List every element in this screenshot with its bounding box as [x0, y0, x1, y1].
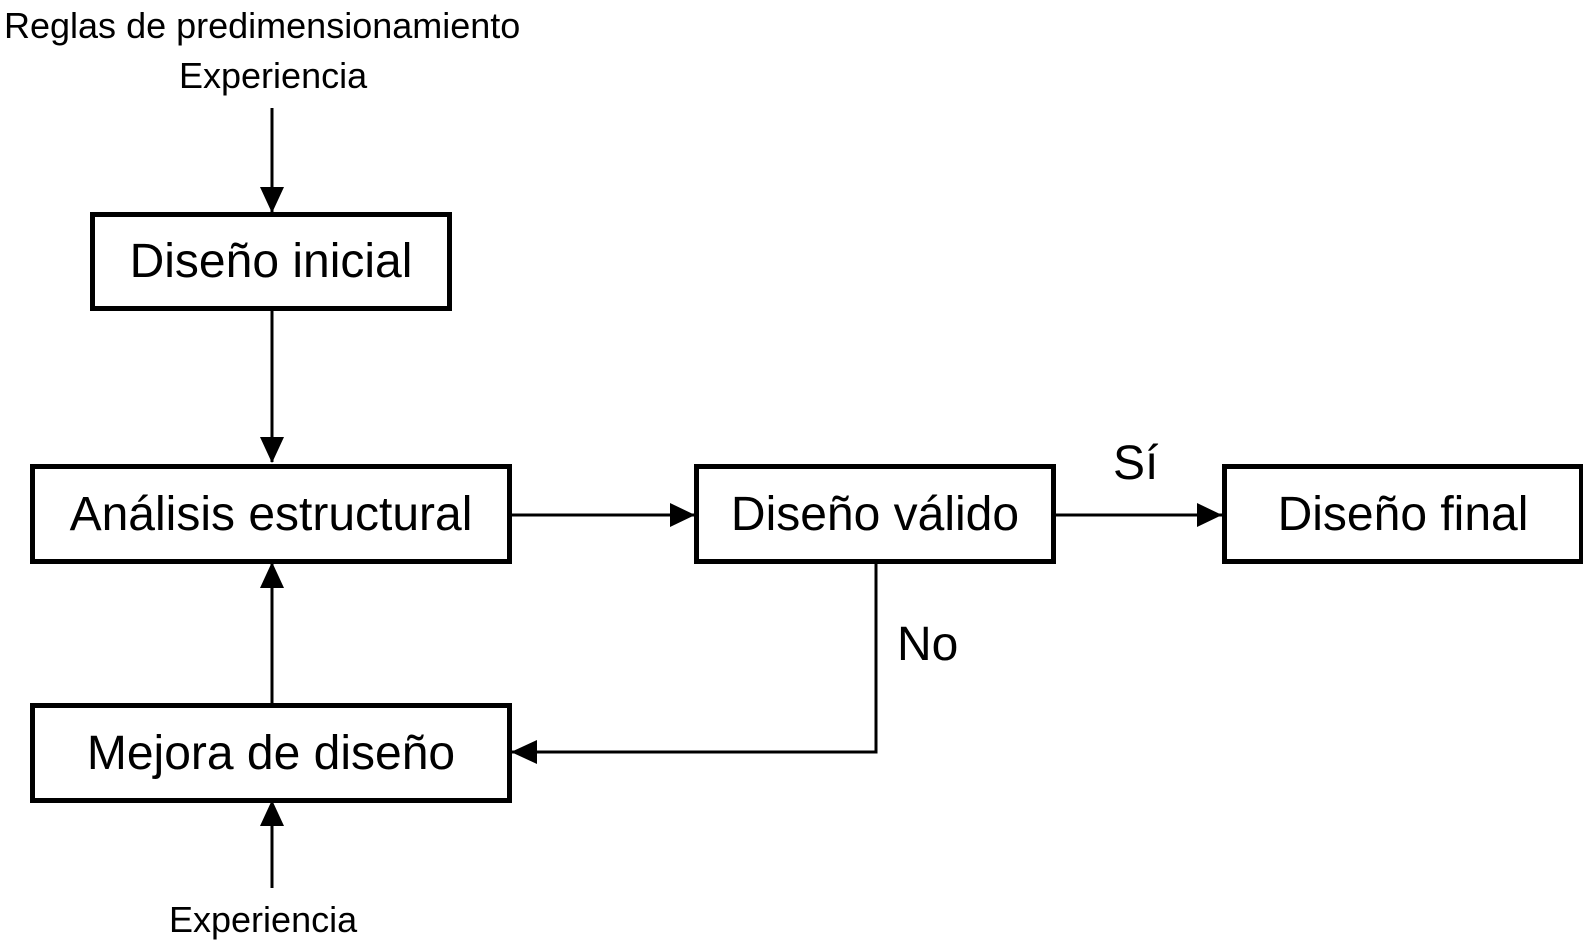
arrow-valid-to-improvement: [512, 563, 878, 754]
box-valid-design: Diseño válido: [694, 464, 1056, 564]
arrowhead-initial-to-analysis: [260, 437, 284, 463]
arrowhead-analysis-to-valid: [670, 503, 695, 527]
decision-label-yes: Sí: [1113, 437, 1159, 490]
input-label-experience-top: Experiencia: [179, 55, 368, 96]
box-final-design-label: Diseño final: [1277, 487, 1529, 541]
input-label-rules: Reglas de predimensionamiento: [4, 5, 521, 46]
box-structural-analysis: Análisis estructural: [30, 464, 512, 564]
box-initial-design-label: Diseño inicial: [129, 235, 413, 288]
input-label-experience-bottom: Experiencia: [169, 899, 358, 940]
box-initial-design: Diseño inicial: [90, 212, 452, 311]
arrowhead-improvement-to-analysis: [260, 562, 284, 588]
box-structural-analysis-label: Análisis estructural: [69, 487, 473, 541]
arrowhead-experience-to-improvement: [260, 800, 284, 826]
arrowhead-valid-to-final: [1197, 503, 1222, 527]
decision-label-no: No: [897, 618, 959, 671]
box-design-improvement-label: Mejora de diseño: [86, 726, 456, 780]
box-valid-design-label: Diseño válido: [730, 487, 1020, 541]
box-design-improvement: Mejora de diseño: [30, 703, 512, 803]
arrowhead-valid-to-improvement: [511, 740, 537, 764]
box-final-design: Diseño final: [1222, 464, 1583, 564]
arrowhead-input-to-initial: [260, 187, 284, 213]
